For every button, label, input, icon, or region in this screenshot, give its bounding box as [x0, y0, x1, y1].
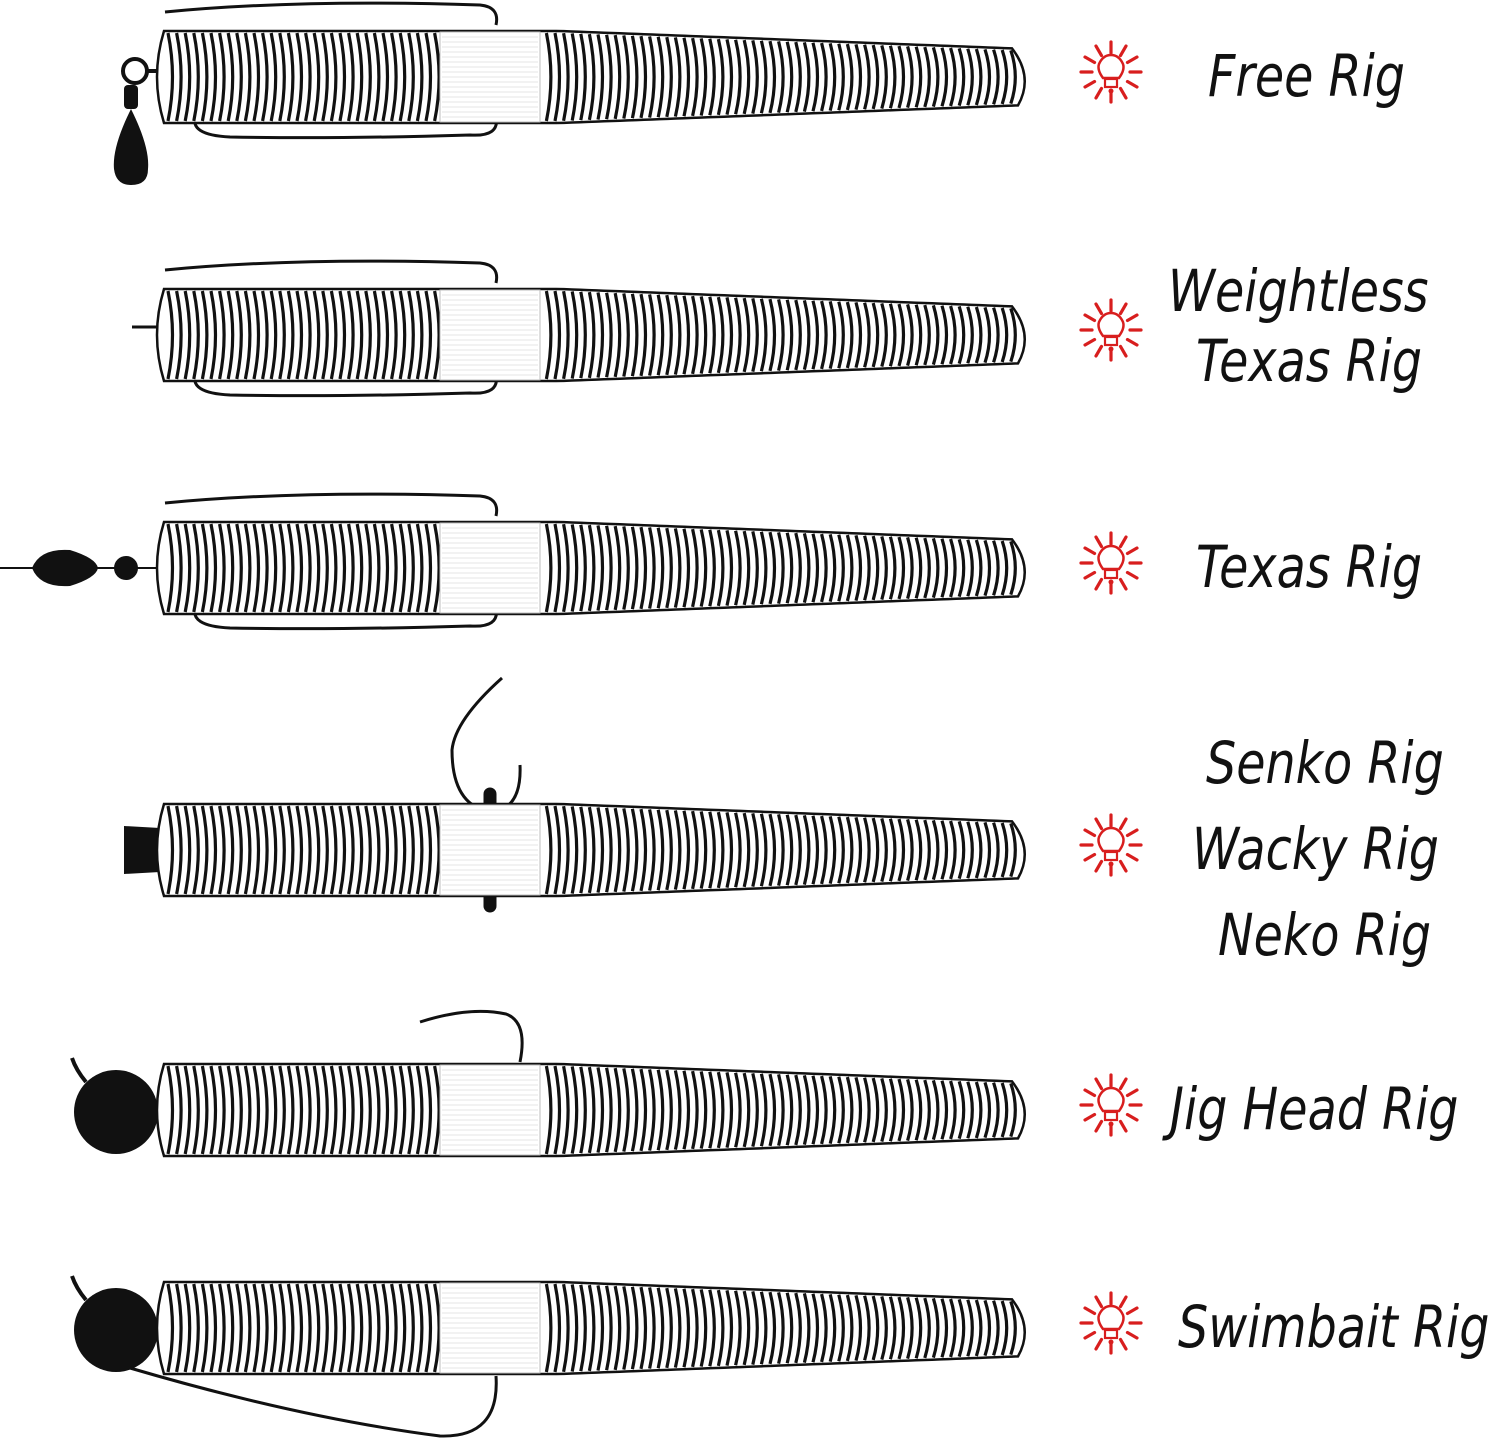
rig-row-jig-head-rig	[70, 1009, 1143, 1158]
line-tie	[70, 1057, 88, 1084]
worm-ribs	[166, 1065, 1017, 1155]
worm-ribs	[166, 290, 1017, 380]
worm-bait	[155, 287, 1026, 383]
rig-label-senko-wacky-neko-rig-2: Wacky Rig	[1192, 815, 1439, 883]
wacky-hook	[450, 676, 522, 814]
worm-bait	[155, 802, 1026, 898]
jig-hook	[419, 1009, 524, 1063]
lightbulb-icon	[1079, 1291, 1143, 1355]
nail-weight	[124, 826, 160, 874]
weightless-rig-gear	[132, 259, 499, 398]
lightbulb-icon	[1079, 813, 1143, 877]
rig-label-weightless-texas-rig-2: Texas Rig	[1196, 327, 1423, 395]
rig-label-texas-rig: Texas Rig	[1196, 533, 1423, 601]
rig-row-weightless-texas-rig	[132, 259, 1143, 398]
hook-bend	[193, 605, 498, 631]
bullet-sinker	[32, 549, 98, 587]
worm-bait	[155, 1280, 1026, 1376]
swimbait-hook	[129, 1366, 498, 1438]
worm-bait	[155, 520, 1026, 616]
worm-bait	[155, 29, 1026, 125]
rig-label-jig-head-rig: Jig Head Rig	[1170, 1075, 1459, 1143]
rig-row-senko-wacky-neko-rig	[124, 676, 1143, 913]
rig-label-senko-wacky-neko-rig-3: Neko Rig	[1218, 901, 1432, 969]
lightbulb-icon	[1079, 40, 1143, 104]
swivel-ring	[121, 57, 149, 85]
hook-shank	[164, 1, 499, 26]
hook-shank	[164, 492, 499, 517]
lightbulb-icon	[1079, 1073, 1143, 1137]
worm-ribs	[166, 523, 1017, 613]
swivel	[124, 85, 138, 109]
jig-head	[74, 1070, 158, 1154]
rig-label-senko-wacky-neko-rig-1: Senko Rig	[1206, 729, 1444, 797]
line-tie	[70, 1275, 88, 1302]
glass-bead	[114, 556, 138, 580]
hook-bend	[193, 114, 498, 140]
lightbulb-icon	[1079, 298, 1143, 362]
rig-label-weightless-texas-rig-1: Weightless	[1168, 257, 1429, 325]
rig-label-swimbait-rig: Swimbait Rig	[1178, 1293, 1490, 1361]
free-rig-gear	[113, 1, 499, 185]
lightbulb-icon	[1079, 531, 1143, 595]
swimbait-rig-gear	[70, 1275, 498, 1438]
worm-bait	[155, 1062, 1026, 1158]
worm-ribs	[166, 805, 1017, 895]
hook-shank	[164, 259, 499, 284]
jighead-rig-gear	[70, 1009, 524, 1154]
worm-ribs	[166, 1283, 1017, 1373]
rig-label-free-rig: Free Rig	[1208, 42, 1406, 110]
rig-row-swimbait-rig	[70, 1275, 1143, 1438]
rig-rows	[0, 1, 1143, 1438]
rig-row-texas-rig	[0, 492, 1143, 631]
worm-ribs	[166, 32, 1017, 122]
texas-rig-gear	[0, 492, 499, 631]
jig-head	[74, 1288, 158, 1372]
drop-sinker	[113, 109, 149, 185]
hook-bend	[193, 372, 498, 398]
rig-row-free-rig	[113, 1, 1143, 185]
